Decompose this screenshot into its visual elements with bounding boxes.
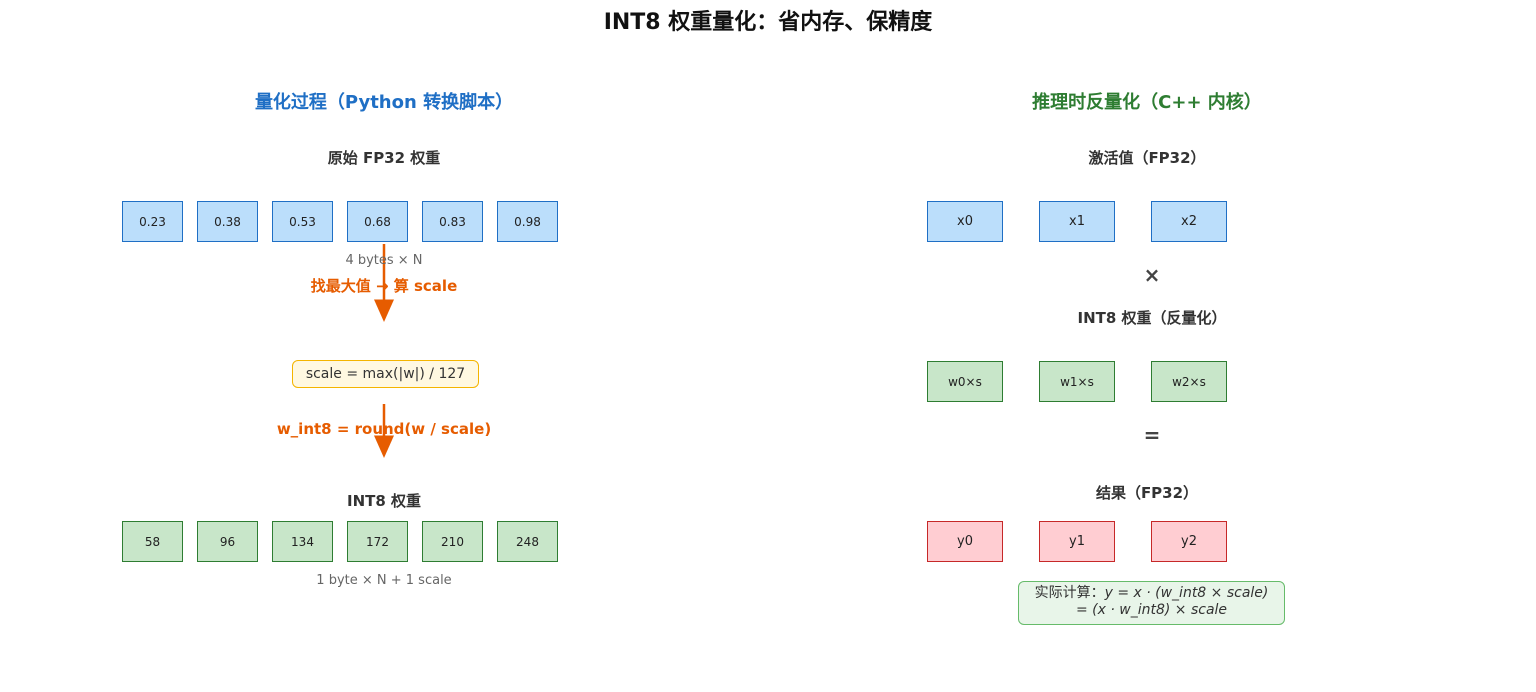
- result-label: 结果（FP32）: [1095, 484, 1199, 502]
- activation-box: x0: [927, 201, 1003, 242]
- int8-size-note: 1 byte × N + 1 scale: [316, 573, 452, 588]
- fp32-weight-box: 0.68: [347, 201, 408, 242]
- int8-weight-box: 96: [197, 521, 258, 562]
- fp32-weights-label: 原始 FP32 权重: [327, 149, 441, 167]
- int8-weight-box: 172: [347, 521, 408, 562]
- dequant-weights-label: INT8 权重（反量化）: [1077, 309, 1227, 327]
- result-box: y1: [1039, 521, 1115, 562]
- actual-calc-box: 实际计算：y = x · (w_int8 × scale) = (x · w_i…: [1018, 581, 1285, 625]
- activation-label: 激活值（FP32）: [1088, 149, 1206, 167]
- result-box: y0: [927, 521, 1003, 562]
- int8-weight-box: 58: [122, 521, 183, 562]
- step2-label: w_int8 = round(w / scale): [276, 420, 492, 438]
- fp32-weight-box: 0.53: [272, 201, 333, 242]
- scale-formula: scale = max(|w|) / 127: [305, 366, 466, 382]
- left-panel-title: 量化过程（Python 转换脚本）: [254, 92, 514, 113]
- main-title: INT8 权重量化：省内存、保精度: [603, 10, 933, 35]
- equals-symbol: =: [1143, 423, 1161, 447]
- calc-line-1: 实际计算：y = x · (w_int8 × scale): [1019, 585, 1284, 602]
- right-panel-title: 推理时反量化（C++ 内核）: [1032, 92, 1262, 113]
- fp32-size-note: 4 bytes × N: [345, 253, 423, 268]
- int8-weight-box: 248: [497, 521, 558, 562]
- result-box: y2: [1151, 521, 1227, 562]
- activation-box: x1: [1039, 201, 1115, 242]
- fp32-weight-box: 0.23: [122, 201, 183, 242]
- calc-prefix: 实际计算：: [1034, 585, 1105, 601]
- int8-weights-label: INT8 权重: [346, 492, 422, 510]
- scale-formula-box: scale = max(|w|) / 127: [292, 360, 479, 388]
- fp32-weight-box: 0.83: [422, 201, 483, 242]
- calc-line-2: = (x · w_int8) × scale: [1019, 602, 1284, 619]
- dequant-weight-box: w0×s: [927, 361, 1003, 402]
- activation-box: x2: [1151, 201, 1227, 242]
- step1-label: 找最大值 → 算 scale: [310, 277, 458, 295]
- int8-weight-box: 210: [422, 521, 483, 562]
- fp32-weight-box: 0.38: [197, 201, 258, 242]
- multiply-symbol: ×: [1143, 263, 1161, 287]
- int8-weight-box: 134: [272, 521, 333, 562]
- calc-formula-1: y = x · (w_int8 × scale): [1104, 585, 1269, 601]
- dequant-weight-box: w2×s: [1151, 361, 1227, 402]
- calc-formula-2: = (x · w_int8) × scale: [1075, 602, 1228, 618]
- fp32-weight-box: 0.98: [497, 201, 558, 242]
- dequant-weight-box: w1×s: [1039, 361, 1115, 402]
